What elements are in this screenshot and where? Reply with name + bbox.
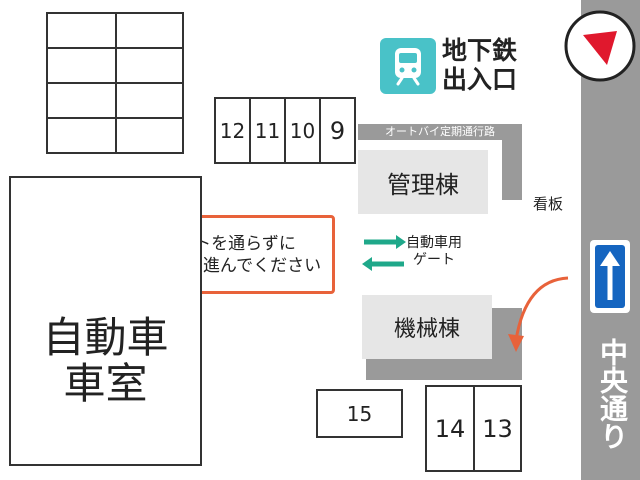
subway-label: 地下鉄 出入口 (442, 36, 517, 94)
garage (9, 176, 202, 466)
parking-grid (46, 12, 184, 154)
parking-space-13: 13 (473, 385, 522, 472)
gate-arrows-icon (360, 232, 408, 274)
gate-label-line2: ゲート (413, 252, 455, 268)
parking-row-bottom: 14 13 (425, 385, 522, 472)
parking-space-10: 10 (284, 97, 321, 164)
management-building: 管理棟 (358, 150, 488, 214)
subway-label-line2: 出入口 (442, 65, 518, 94)
parking-space-14: 14 (425, 385, 475, 472)
main-street-label: 中央通り (596, 338, 629, 450)
garage-label-line1: 自動車 (42, 313, 169, 362)
compass-icon (563, 9, 637, 83)
gate-label: 自動車用 ゲート (406, 235, 462, 269)
subway-icon (380, 38, 436, 94)
route-arrow-icon (496, 270, 576, 360)
parking-space-12: 12 (214, 97, 251, 164)
gate-label-line1: 自動車用 (406, 235, 462, 251)
signboard-label: 看板 (533, 195, 564, 213)
motorbike-path-vertical (502, 124, 522, 200)
parking-space-15: 15 (316, 389, 403, 438)
parking-space-9: 9 (319, 97, 356, 164)
motorbike-path (358, 124, 522, 140)
subway-label-line1: 地下鉄 (442, 36, 518, 65)
garage-label-line2: 車室 (63, 359, 148, 408)
motorbike-path-label: オートバイ定期通行路 (385, 125, 495, 138)
machine-building: 機械棟 (362, 295, 492, 359)
garage-label: 自動車 車室 (9, 315, 202, 407)
parking-space-11: 11 (249, 97, 286, 164)
parking-row-top: 12 11 10 9 (214, 97, 356, 164)
one-way-up-sign-icon (590, 240, 630, 313)
